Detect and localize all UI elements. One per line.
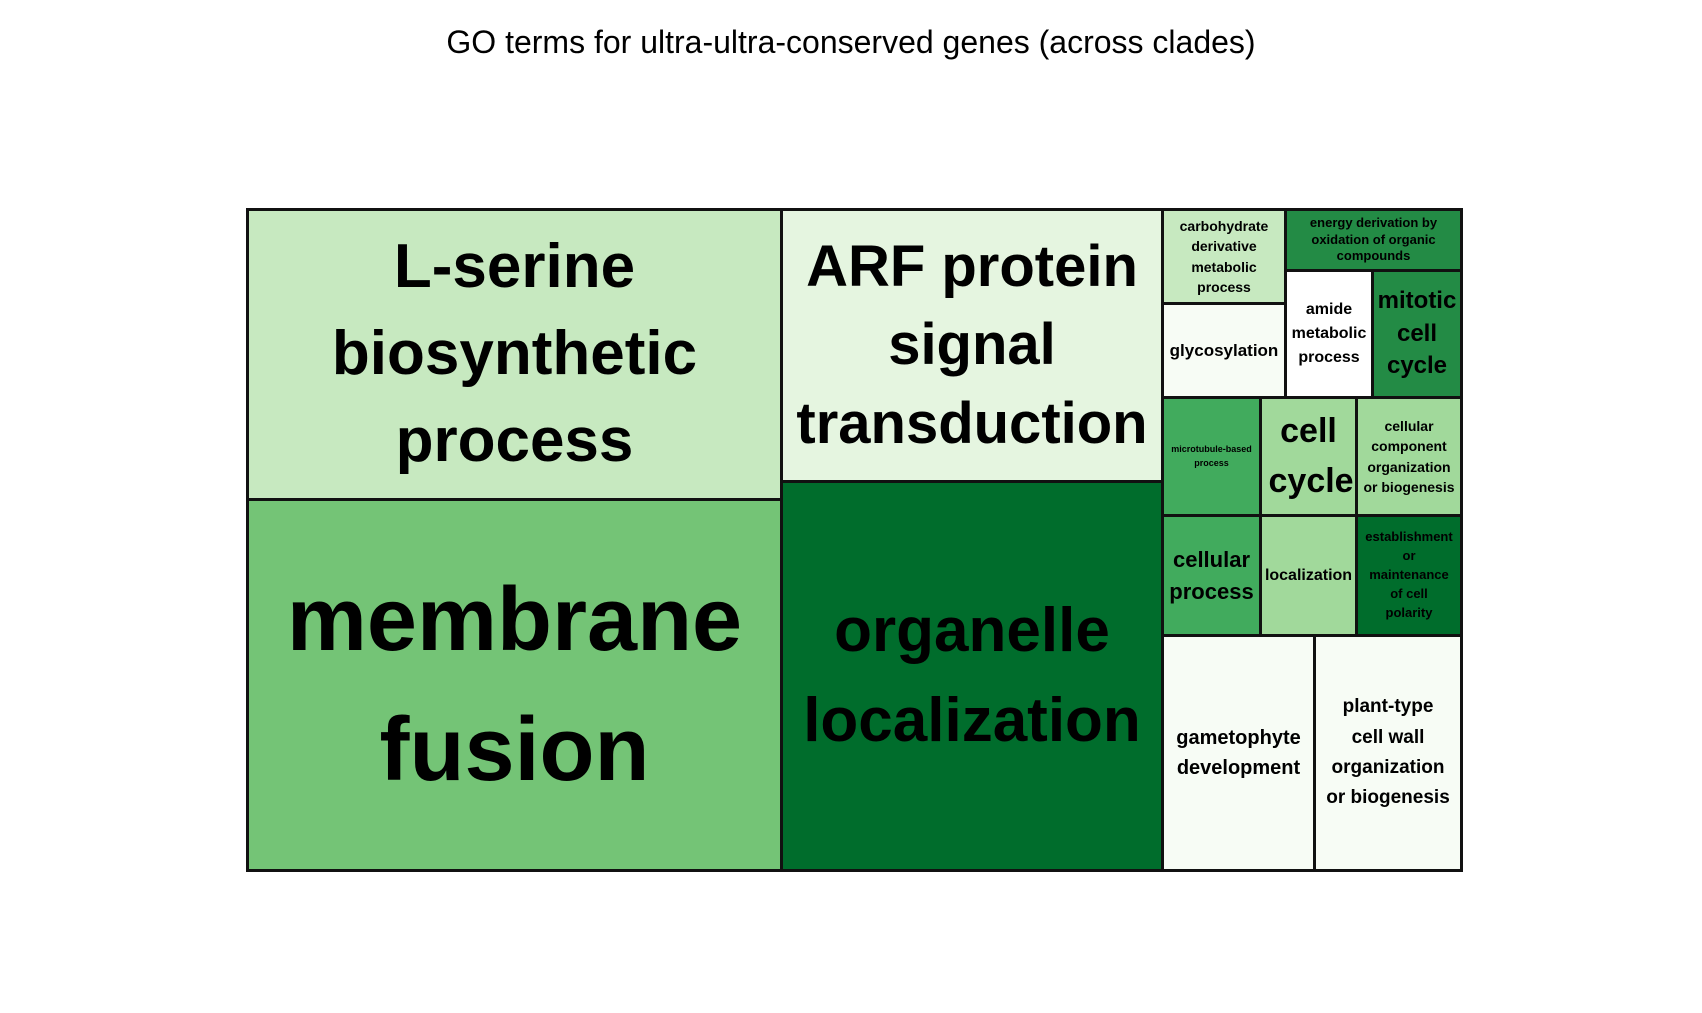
tile-gametophyte-development: gametophyte development [1161,634,1316,872]
tile-microtubule-based-process: microtubule-based process [1161,396,1262,517]
tile-cellular-component-organization: cellular component organization or bioge… [1355,396,1463,517]
tile-cellular-process: cellular process [1161,514,1262,637]
tile-organelle-localization: organelle localization [780,480,1164,872]
tile-label: cellular component organization or bioge… [1363,417,1455,495]
tile-label: organelle localization [803,596,1141,755]
tile-establishment-or-maintenance-of-cell-polarity: establishment or maintenance of cell pol… [1355,514,1463,637]
treemap: L-serine biosynthetic process membrane f… [246,208,1463,872]
tile-cell-cycle: cell cycle [1259,396,1358,517]
tile-mitotic-cell-cycle: mitotic cell cycle [1371,269,1463,399]
tile-label: gametophyte development [1176,727,1301,779]
tile-glycosylation: glycosylation [1161,302,1287,399]
tile-label: plant-type cell wall organization or bio… [1326,696,1450,809]
tile-label: amide metabolic process [1291,301,1367,366]
tile-label: membrane fusion [286,569,743,801]
tile-label: cell cycle [1268,412,1354,500]
tile-carbohydrate-derivative-metabolic-process: carbohydrate derivative metabolic proces… [1161,208,1287,305]
tile-plant-type-cell-wall-organization: plant-type cell wall organization or bio… [1313,634,1463,872]
tile-label: glycosylation [1169,340,1279,360]
tile-arf-protein-signal-transduction: ARF protein signal transduction [780,208,1164,483]
tile-label: cellular process [1169,546,1254,604]
tile-label: energy derivation by oxidation of organi… [1309,214,1438,264]
tile-label: establishment or maintenance of cell pol… [1365,529,1453,620]
tile-label: L-serine biosynthetic process [331,232,698,475]
tile-energy-derivation-by-oxidation: energy derivation by oxidation of organi… [1284,208,1463,272]
tile-localization: localization [1259,514,1358,637]
tile-label: mitotic cell cycle [1377,287,1457,380]
tile-label: microtubule-based process [1171,444,1252,468]
tile-label: ARF protein signal transduction [796,234,1148,456]
tile-membrane-fusion: membrane fusion [246,498,783,872]
tile-amide-metabolic-process: amide metabolic process [1284,269,1374,399]
tile-label: carbohydrate derivative metabolic proces… [1179,217,1269,295]
tile-label: localization [1264,566,1353,584]
chart-title: GO terms for ultra-ultra-conserved genes… [446,24,1256,60]
tile-l-serine-biosynthetic-process: L-serine biosynthetic process [246,208,783,501]
